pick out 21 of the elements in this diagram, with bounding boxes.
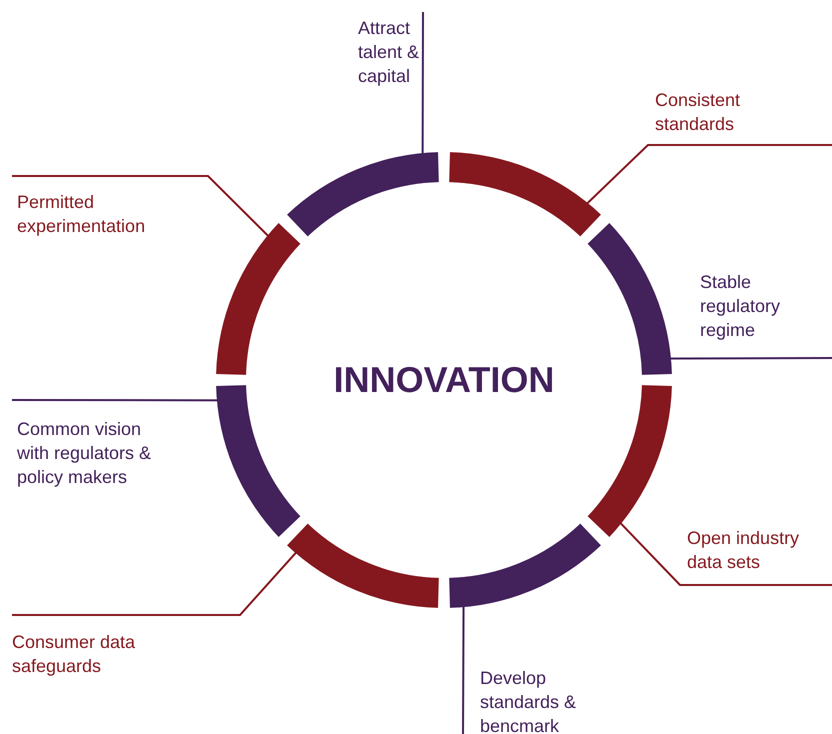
ring-segment xyxy=(216,385,300,537)
callout-text: Permitted experimentation xyxy=(12,175,207,238)
leader-line xyxy=(618,522,832,586)
leader-line xyxy=(12,550,298,616)
leader-line xyxy=(12,175,270,238)
callout-text: Attract talent & capital xyxy=(358,12,424,88)
ring-segment xyxy=(449,524,601,608)
ring-segment xyxy=(449,152,601,236)
callout-text: Open industry data sets xyxy=(687,526,832,586)
callout-text: Consistent standards xyxy=(648,88,832,146)
ring-segment xyxy=(588,385,672,537)
callout-text: Develop standards & bencmark xyxy=(462,666,592,734)
callout-text: Consumer data safeguards xyxy=(12,614,212,678)
callout-text: Common vision with regulators & policy makers xyxy=(12,399,245,489)
leader-line xyxy=(586,144,832,206)
ring-segment xyxy=(588,223,672,375)
center-title: INNOVATION xyxy=(334,359,554,401)
ring-segment xyxy=(287,524,439,608)
ring-segment xyxy=(216,223,300,375)
callout-text: Stable regulatory regime xyxy=(700,270,832,359)
ring-segment xyxy=(287,152,439,236)
